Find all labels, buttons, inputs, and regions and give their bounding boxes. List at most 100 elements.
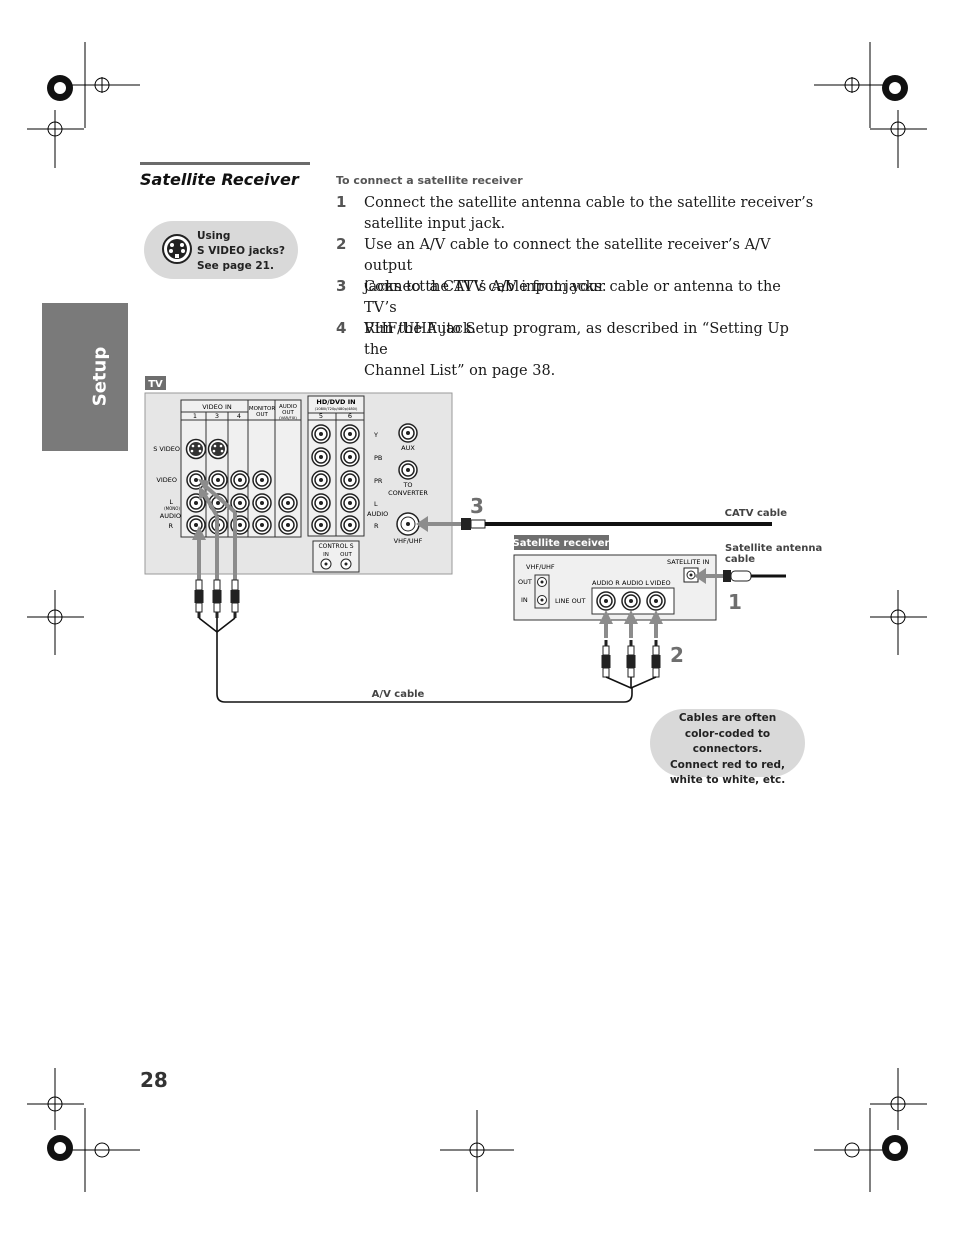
audio-l-out-label: AUDIO L [622,579,649,587]
step-number: 1 [336,193,347,211]
catv-arrow-head [416,516,428,532]
audio-r-out-jack [596,591,616,611]
tv-rca-plug-r [194,579,204,619]
video-jack-3 [208,470,228,490]
step-line: satellite input jack. [364,216,506,232]
antenna-cable-label: cable [725,554,755,565]
step-text: Use an A/V cable to connect the satellit… [364,235,814,298]
step-text: Run the Auto Setup program, as described… [364,319,814,382]
step-line: jacks to the TV’s A/V input jacks. [364,279,607,295]
svideo-label: S VIDEO [153,445,180,453]
hd-dvd-in-label: HD/DVD IN [316,398,355,406]
y-jack-6 [340,424,360,444]
step-number: 4 [336,319,347,337]
tv-av-jack-block [180,399,302,538]
r-jack-6 [340,515,360,535]
aux-jack [398,423,418,443]
note-line: white to white, etc. [669,774,786,786]
col-label: 4 [237,412,241,420]
note-line: Connect red to red, [669,758,786,771]
control-s-block [312,540,360,573]
l-jack-5 [311,493,331,513]
av-arrows-receiver [604,622,658,638]
note-text: Cables are often color-coded to connecto… [650,711,805,789]
tip-line: See page 21. [197,260,274,272]
audio-l-out-jack [621,591,641,611]
aux-label: AUX [401,444,415,452]
step-line: VHF/UHF jack. [364,321,477,337]
antenna-plug [723,570,731,582]
receiver-label-box [514,535,609,550]
instructions-heading: To connect a satellite receiver [336,174,523,187]
satellite-in-label: SATELLITE IN [667,558,709,566]
video-jack-4 [230,470,250,490]
line-out-label: LINE OUT [555,597,585,605]
callout-3: 3 [470,494,484,518]
audio-label: AUDIO [160,512,181,520]
monitor-out-label: OUT [256,412,268,418]
control-s-out-label: OUT [340,552,352,558]
antenna-cable-label: Satellite antenna [725,543,822,554]
section-title: Satellite Receiver [140,170,299,189]
note-line: color-coded to connectors. [684,727,771,756]
pr-jack-5 [311,470,331,490]
pr-label: PR [374,477,383,485]
audio-out-label: (VAR/FIX) [279,415,297,420]
r-jack-5 [311,515,331,535]
antenna-arrow-head [694,568,706,584]
audio-out-r-jack [278,515,298,535]
audio-out-label: OUT [282,410,294,416]
section-rule [140,162,310,165]
page-number: 28 [140,1068,168,1092]
l-label: L [169,498,173,506]
to-label: TO [402,481,412,489]
receiver-in-label: IN [521,596,528,604]
tv-rca-plug-video [230,579,240,619]
step-line: Use an A/V cable to connect the satellit… [364,237,771,274]
pb-jack-5 [311,447,331,467]
r-label: R [168,522,173,530]
callout-1: 1 [728,590,742,614]
l-jack-6 [340,493,360,513]
to-converter-jack [398,460,418,480]
hd-format-label: (1080i/720p/480p/480i) [315,407,358,411]
col-label: 1 [193,412,197,420]
video-out-jack [646,591,666,611]
monitor-video-jack [252,470,272,490]
mono-label: (MONO) [164,506,180,511]
tip-line: Using [197,230,231,242]
svideo-jack-3 [207,438,229,460]
svideo-jack-1 [185,438,207,460]
receiver-rca-plug-video [651,639,661,678]
connection-diagram: TV VIDEO IN 1 3 4 MONITOR OUT AUDIO OUT … [144,376,822,703]
monitor-audio-r-jack [252,515,272,535]
receiver-vhf-uhf-label: VHF/UHF [526,563,555,571]
av-cable-label: A/V cable [372,689,425,700]
video-label: VIDEO [156,476,177,484]
tv-label: TV [148,379,163,390]
receiver-label: Satellite receiver [513,538,610,549]
hd-audio-label: AUDIO [367,510,388,518]
col-label: 6 [348,412,352,420]
video-out-label: VIDEO [650,579,671,587]
catv-plug [461,518,471,530]
y-label: Y [373,431,378,439]
tip-line: S VIDEO jacks? [197,245,285,257]
control-s-in-label: IN [323,552,329,558]
monitor-audio-l-jack [252,493,272,513]
av-cable-line [198,617,657,703]
col-label: 3 [215,412,219,420]
receiver-out-label: OUT [518,578,532,586]
converter-label: CONVERTER [388,489,428,497]
catv-cable-label: CATV cable [725,508,788,519]
pb-label: PB [374,454,382,462]
step-number: 3 [336,277,347,295]
audio-r-jack-1 [186,515,206,535]
side-tab [42,303,128,451]
receiver-rca-plug-l [626,639,636,678]
tv-label-box [145,376,166,390]
step-text: Connect a CATV cable from your cable or … [364,277,814,340]
audio-out-l-jack [278,493,298,513]
svideo-jack-icon [162,234,192,264]
